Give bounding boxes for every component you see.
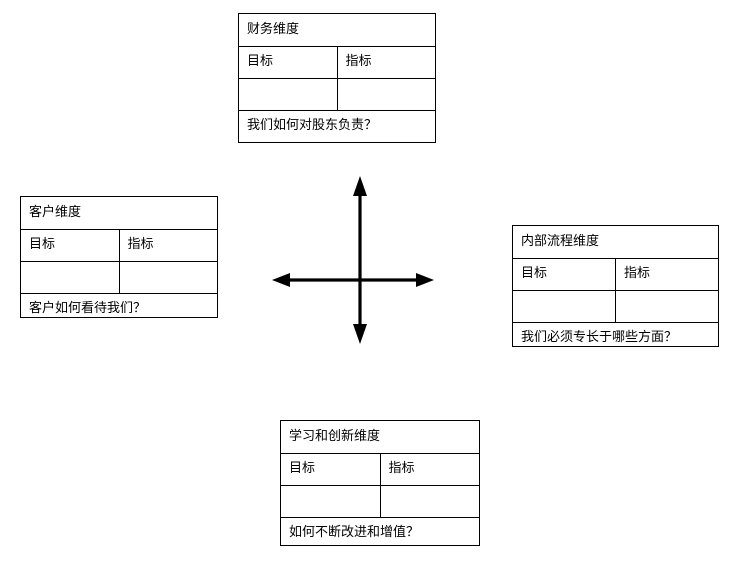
perspective-title-learning-innovation: 学习和创新维度 (281, 421, 479, 454)
table-row-header: 目标 指标 (21, 228, 217, 262)
column-header-objective: 目标 (239, 45, 338, 79)
column-header-measure: 指标 (615, 257, 718, 291)
table-row-title: 客户维度 (21, 197, 217, 230)
perspective-question-learning-innovation: 如何不断改进和增值？ (281, 516, 479, 549)
arrowhead-left-icon (272, 273, 290, 287)
column-header-measure: 指标 (379, 452, 479, 486)
column-header-objective: 目标 (21, 228, 120, 262)
table-row-values (513, 289, 718, 323)
table-row-question: 我们必须专长于哪些方面？ (513, 321, 718, 354)
table-row-question: 如何不断改进和增值？ (281, 516, 479, 549)
perspective-title-customer: 客户维度 (21, 197, 217, 230)
perspective-table-internal-process: 内部流程维度 目标 指标 我们必须专长于哪些方面？ (513, 226, 718, 354)
perspective-box-customer: 客户维度 目标 指标 客户如何看待我们？ (20, 196, 218, 325)
table-row-values (239, 77, 435, 111)
value-cell-measure[interactable] (118, 260, 217, 294)
value-cell-objective[interactable] (21, 260, 120, 294)
table-row-question: 我们如何对股东负责？ (239, 109, 435, 142)
column-header-measure: 指标 (118, 228, 217, 262)
value-cell-objective[interactable] (281, 484, 381, 518)
table-row-values (281, 484, 479, 518)
table-row-header: 目标 指标 (281, 452, 479, 486)
value-cell-measure[interactable] (379, 484, 479, 518)
perspective-box-financial: 财务维度 目标 指标 我们如何对股东负责？ (238, 13, 436, 143)
table-row-title: 财务维度 (239, 14, 435, 47)
perspective-title-internal-process: 内部流程维度 (513, 226, 718, 259)
column-header-measure: 指标 (336, 45, 435, 79)
table-row-header: 目标 指标 (239, 45, 435, 79)
value-cell-objective[interactable] (513, 289, 616, 323)
table-row-title: 学习和创新维度 (281, 421, 479, 454)
perspective-box-learning-innovation: 学习和创新维度 目标 指标 如何不断改进和增值？ (280, 420, 480, 549)
column-header-objective: 目标 (281, 452, 381, 486)
value-cell-objective[interactable] (239, 77, 338, 111)
perspective-question-financial: 我们如何对股东负责？ (239, 109, 435, 142)
perspective-table-learning-innovation: 学习和创新维度 目标 指标 如何不断改进和增值？ (281, 421, 479, 549)
arrowhead-up-icon (353, 176, 367, 196)
perspective-table-customer: 客户维度 目标 指标 客户如何看待我们？ (21, 197, 217, 325)
table-row-question: 客户如何看待我们？ (21, 292, 217, 325)
perspective-box-internal-process: 内部流程维度 目标 指标 我们必须专长于哪些方面？ (512, 225, 719, 354)
table-row-title: 内部流程维度 (513, 226, 718, 259)
column-header-objective: 目标 (513, 257, 616, 291)
perspective-table-financial: 财务维度 目标 指标 我们如何对股东负责？ (239, 14, 435, 142)
center-arrow-cross (272, 176, 434, 344)
value-cell-measure[interactable] (615, 289, 718, 323)
table-row-values (21, 260, 217, 294)
perspective-question-customer: 客户如何看待我们？ (21, 292, 217, 325)
arrowhead-down-icon (353, 324, 367, 344)
arrowhead-right-icon (416, 273, 434, 287)
table-row-header: 目标 指标 (513, 257, 718, 291)
value-cell-measure[interactable] (336, 77, 435, 111)
perspective-question-internal-process: 我们必须专长于哪些方面？ (513, 321, 718, 354)
perspective-title-financial: 财务维度 (239, 14, 435, 47)
